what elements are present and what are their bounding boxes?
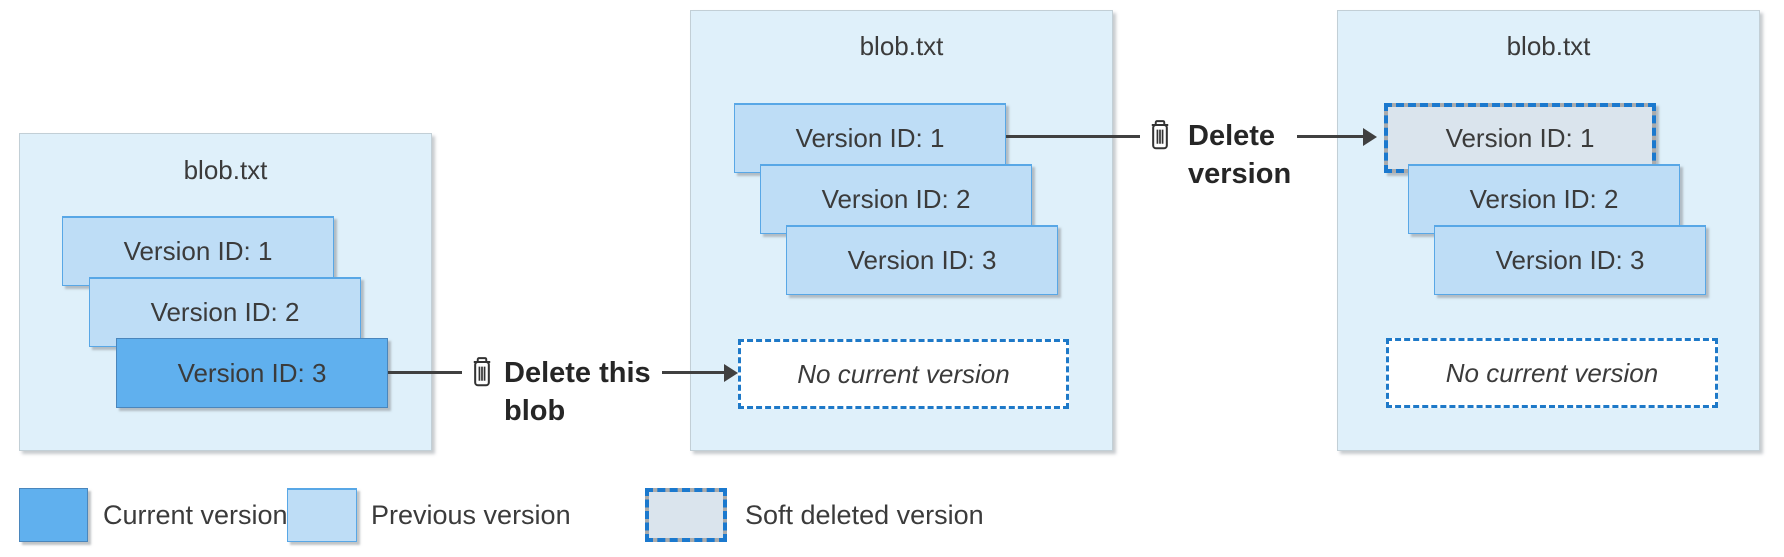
legend-swatch-soft-deleted-version: [645, 488, 727, 542]
no-current-version-box: No current version: [1386, 338, 1718, 408]
blob-title: blob.txt: [1506, 31, 1591, 61]
no-current-version-box: No current version: [738, 339, 1069, 409]
action-line: blob: [504, 395, 566, 427]
action-label-delete-version: Delete version: [1188, 117, 1291, 193]
connector-line: [388, 371, 462, 374]
version-box-2: Version ID: 2: [1408, 164, 1680, 234]
trash-icon: [1151, 120, 1169, 150]
arrow-head-icon: [724, 363, 738, 382]
legend-swatch-current-version: [19, 488, 88, 542]
blob-title: blob.txt: [183, 155, 268, 185]
arrow-line: [1297, 135, 1363, 138]
trash-icon: [473, 357, 491, 387]
legend-label: Previous version: [371, 500, 571, 530]
connector-line: [1006, 135, 1140, 138]
version-box-3: Version ID: 3: [1434, 225, 1706, 295]
arrow-head-icon: [1363, 127, 1377, 146]
action-line: version: [1188, 158, 1292, 190]
blob-title: blob.txt: [859, 31, 944, 61]
legend-label: Soft deleted version: [745, 500, 984, 530]
version-box-1-soft-deleted: Version ID: 1: [1384, 103, 1656, 173]
version-box-1: Version ID: 1: [62, 216, 334, 286]
version-box-2: Version ID: 2: [760, 164, 1032, 234]
panel-blob-after-delete: blob.txt Version ID: 1 Version ID: 2 Ver…: [690, 10, 1113, 451]
version-box-1: Version ID: 1: [734, 103, 1006, 173]
legend-swatch-previous-version: [287, 488, 357, 542]
version-box-3: Version ID: 3: [786, 225, 1058, 295]
action-label-delete-this-blob: Delete this blob: [504, 354, 651, 430]
panel-blob-before-delete: blob.txt Version ID: 1 Version ID: 2 Ver…: [19, 133, 432, 451]
version-box-3-current: Version ID: 3: [116, 338, 388, 408]
version-box-2: Version ID: 2: [89, 277, 361, 347]
panel-blob-after-delete-version: blob.txt Version ID: 1 Version ID: 2 Ver…: [1337, 10, 1760, 451]
arrow-line: [662, 371, 724, 374]
action-line: Delete this: [504, 357, 651, 389]
action-line: Delete: [1188, 120, 1276, 152]
legend-label: Current version: [103, 500, 288, 530]
